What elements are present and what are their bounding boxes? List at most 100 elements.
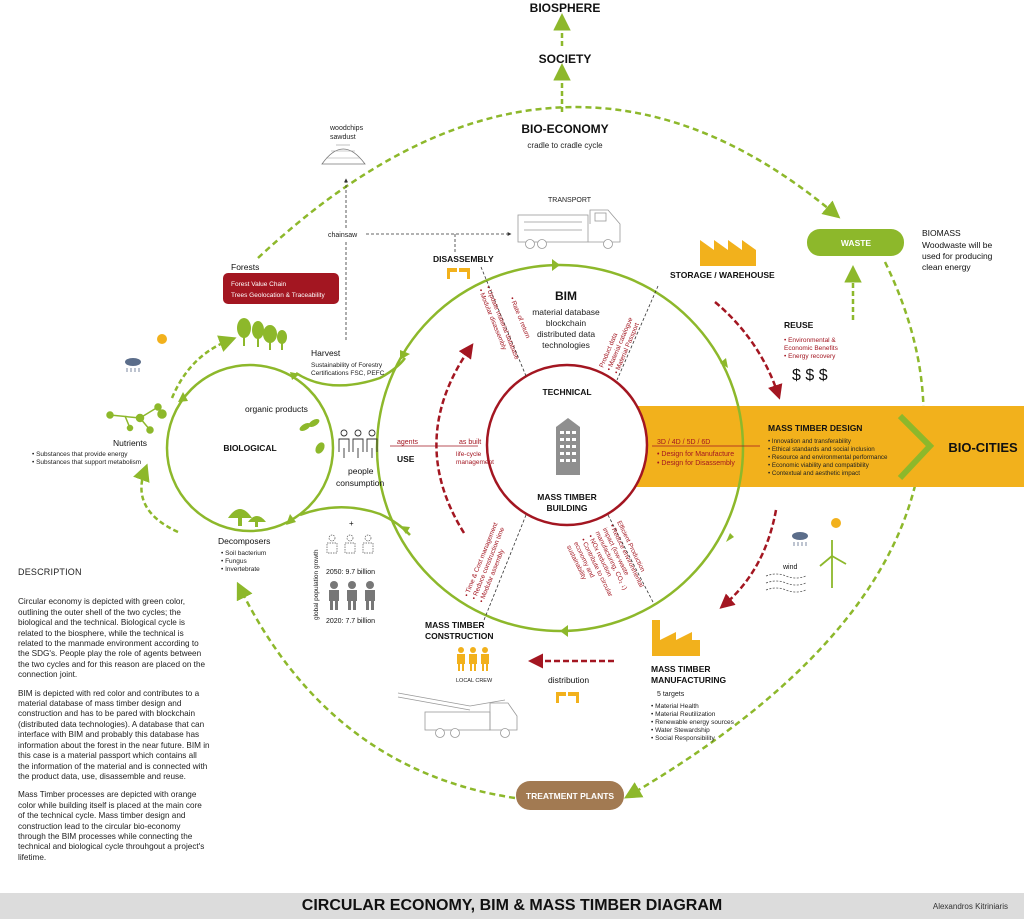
chainsaw-label: chainsaw: [328, 232, 358, 239]
local-crew-label: LOCAL CREW: [456, 678, 493, 684]
decomposers-item-1: • Soil bacterium: [221, 550, 266, 557]
warehouse-icon: [700, 240, 756, 266]
organic-products-label: organic products: [245, 404, 308, 414]
mushroom-icon: [228, 509, 266, 527]
harvest-label: Harvest: [311, 348, 341, 358]
as-built-label: as built: [459, 439, 481, 446]
current-population-icon: [329, 581, 375, 610]
manufacturing-subtitle: 5 targets: [657, 691, 685, 698]
manufacturing-item-4: • Water Stewardship: [651, 727, 710, 734]
mass-timber-building-label-1: MASS TIMBER: [537, 492, 597, 502]
spoke-labels-bottom-right: Efficient Production • Reduce environmen…: [565, 520, 646, 599]
forests-box: [223, 273, 339, 304]
money-icons: $ $ $: [792, 367, 828, 384]
description-paragraph: Mass Timber processes are depicted with …: [18, 790, 205, 862]
building-icon: [556, 418, 580, 475]
wind-label: wind: [782, 564, 798, 571]
wind-lines-icon: [765, 573, 807, 593]
people-icon-group: [338, 429, 378, 458]
bioeconomy-arc-top: [257, 105, 841, 259]
decomposers-to-nutrients-arrow: [133, 463, 179, 534]
bim-line-3: distributed data: [537, 329, 595, 339]
manufacturing-title-2: MANUFACTURING: [651, 675, 726, 685]
construction-title-1: MASS TIMBER: [425, 620, 485, 630]
rain-cloud-icon: [792, 532, 808, 546]
disassembly-label: DISASSEMBLY: [433, 254, 494, 264]
future-population-icon: [326, 534, 374, 554]
mt-design-item-3: • Resource and environmental performance: [768, 454, 888, 461]
truck-icon: [517, 209, 621, 249]
biocities-label: BIO-CITIES: [948, 440, 1018, 455]
people-label: people: [348, 466, 374, 476]
bim-line-4: technologies: [542, 340, 590, 350]
design-item-1: • Design for Manufacture: [657, 451, 734, 458]
decomposers-connector: [299, 506, 411, 536]
manufacturing-item-2: • Material Reutilization: [651, 711, 716, 718]
decomposers-item-3: • Invertebrate: [221, 566, 260, 573]
design-item-2: • Design for Disassembly: [657, 460, 735, 467]
treatment-plants-button[interactable]: [516, 781, 624, 810]
harvest-connector: [295, 357, 407, 387]
mt-design-item-2: • Ethical standards and social inclusion: [768, 446, 875, 453]
circular-economy-diagram: BIOSPHERE SOCIETY BIO-ECONOMY cradle to …: [32, 1, 1024, 810]
nutrients-title: Nutrients: [113, 438, 147, 448]
local-crew-icon: [457, 647, 489, 671]
biological-label: BIOLOGICAL: [223, 443, 276, 453]
nutrients-item-1: • Substances that provide energy: [32, 451, 128, 458]
manufacturing-item-1: • Material Health: [651, 703, 699, 710]
wheat-icon: [299, 419, 325, 454]
footer-bar: CIRCULAR ECONOMY, BIM & MASS TIMBER DIAG…: [0, 893, 1024, 919]
treatment-plants-label: TREATMENT PLANTS: [526, 791, 614, 801]
bim-arrow-left: [435, 343, 474, 534]
bim-line-2: blockchain: [546, 318, 586, 328]
harvest-desc-1: Sustainability of Forestry: [311, 362, 383, 369]
agents-label: agents: [397, 439, 419, 446]
bim-title: BIM: [555, 289, 577, 303]
sun-icon: [157, 334, 167, 344]
biomass-desc-1: Woodwaste will be: [922, 240, 993, 250]
decomposers-item-2: • Fungus: [221, 558, 248, 565]
population-axis-label: global population growth: [313, 549, 320, 620]
forests-box-line-2: Trees Geolocation & Traceability: [231, 292, 325, 299]
biomass-title: BIOMASS: [922, 228, 961, 238]
factory-icon: [652, 620, 700, 656]
rain-cloud-icon: [125, 358, 141, 372]
population-2050: 2050: 9.7 billion: [326, 569, 375, 576]
bim-arrow-storage: [714, 301, 783, 400]
construction-title-2: CONSTRUCTION: [425, 631, 493, 641]
waste-to-treatment-arc: [623, 261, 925, 799]
trees-icon: [237, 318, 287, 350]
biological-cycle: [165, 363, 335, 533]
consumption-label: consumption: [336, 478, 384, 488]
biocities-chevron: [897, 413, 935, 481]
reuse-title: REUSE: [784, 320, 814, 330]
waste-button[interactable]: [807, 229, 904, 256]
sawdust-label: sawdust: [330, 134, 356, 141]
woodchips-label: woodchips: [329, 125, 364, 132]
manufacturing-item-5: • Social Responsibility: [651, 735, 715, 742]
mass-timber-building-label-2: BUILDING: [546, 503, 587, 513]
biosphere-label: BIOSPHERE: [530, 1, 601, 15]
nutrients-item-2: • Substances that support metabolism: [32, 459, 141, 466]
concrete-pump-truck-icon: [397, 692, 518, 738]
mt-design-item-1: • Innovation and transferability: [768, 438, 852, 445]
distribution-label: distribution: [548, 675, 589, 685]
technical-label: TECHNICAL: [542, 387, 591, 397]
mt-design-item-5: • Contextual and aesthetic impact: [768, 470, 860, 477]
distribution-icon: [556, 692, 579, 703]
description-paragraph: BIM is depicted with red color and contr…: [18, 688, 210, 781]
biomass-desc-2: used for producing: [922, 251, 993, 261]
spoke-text: • Rate of return: [508, 296, 531, 340]
waste-button-label: WASTE: [841, 238, 872, 248]
cradle-label: cradle to cradle cycle: [527, 141, 603, 150]
author-label: Alexandros Kitriniaris: [932, 902, 1008, 911]
decomposers-title: Decomposers: [218, 536, 270, 546]
woodchips-pile-icon: [321, 148, 366, 165]
reuse-item-2: Economic Benefits: [784, 345, 839, 352]
manufacturing-title-1: MASS TIMBER: [651, 664, 711, 674]
design-dimensions-label: 3D / 4D / 5D / 6D: [657, 439, 710, 446]
transport-label: TRANSPORT: [548, 197, 592, 204]
harvest-desc-2: Certifications FSC, PEFC: [311, 370, 385, 377]
diagram-title: CIRCULAR ECONOMY, BIM & MASS TIMBER DIAG…: [301, 897, 723, 914]
bioeconomy-label: BIO-ECONOMY: [521, 122, 608, 136]
